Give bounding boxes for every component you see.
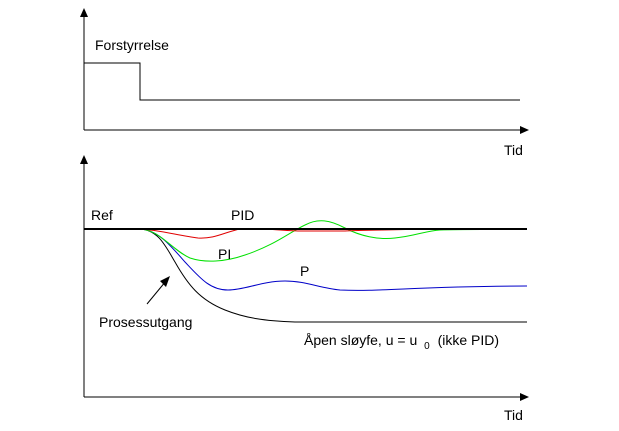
ref-label: Ref xyxy=(91,207,113,223)
process-output-label: Prosessutgang xyxy=(99,314,192,330)
disturbance-step-line xyxy=(84,62,520,101)
bottom-x-axis-label: Tid xyxy=(504,407,523,423)
process-output-pointer-arrow-icon xyxy=(160,276,170,287)
pid-curve xyxy=(139,228,527,239)
open-loop-label-prefix: Åpen sløyfe, u = u xyxy=(304,332,417,348)
process-output-pointer-line xyxy=(146,280,167,305)
open-loop-curve xyxy=(139,228,527,323)
bottom-y-axis-arrow-icon xyxy=(80,155,88,164)
bottom-chart: Ref PID PI P Prosessutgang Åpen sløyfe, … xyxy=(80,155,529,423)
pi-label: PI xyxy=(218,246,231,262)
top-x-axis-arrow-icon xyxy=(520,126,529,134)
p-label: P xyxy=(300,263,309,279)
bottom-x-axis-arrow-icon xyxy=(520,393,529,401)
disturbance-label: Forstyrrelse xyxy=(95,37,169,53)
open-loop-label-subscript: 0 xyxy=(424,341,430,352)
top-y-axis-arrow-icon xyxy=(80,8,88,17)
p-curve xyxy=(139,228,528,291)
pi-curve xyxy=(139,220,528,262)
open-loop-label-suffix: (ikke PID) xyxy=(438,332,499,348)
pid-label: PID xyxy=(231,207,254,223)
top-chart: Forstyrrelse Tid xyxy=(80,8,529,158)
open-loop-label: Åpen sløyfe, u = u 0 (ikke PID) xyxy=(304,332,499,352)
top-x-axis-label: Tid xyxy=(504,142,523,158)
